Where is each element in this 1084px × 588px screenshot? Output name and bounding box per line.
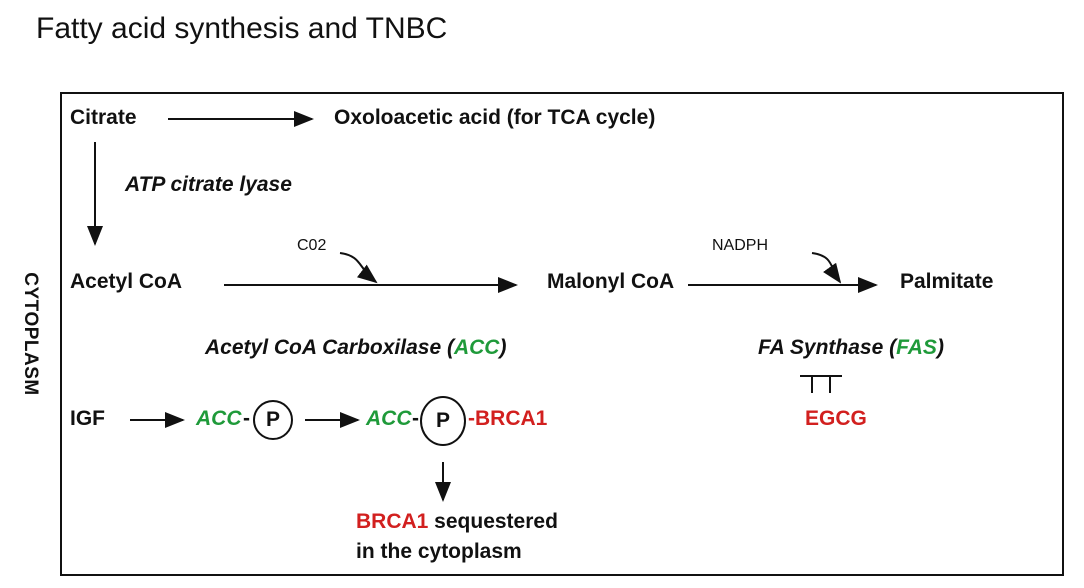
phosphate-label-2: P bbox=[435, 409, 450, 432]
enzyme-acc-abbr: ACC bbox=[453, 336, 500, 359]
node-oxaloacetic-acid: Oxoloacetic acid (for TCA cycle) bbox=[334, 106, 656, 129]
node-acc-phospho-brca1: ACC bbox=[366, 407, 412, 430]
inhibitor-egcg: EGCG bbox=[805, 407, 867, 430]
node-igf: IGF bbox=[70, 407, 105, 430]
node-acc-phospho: ACC bbox=[196, 407, 242, 430]
node-citrate: Citrate bbox=[70, 106, 137, 129]
node-brca1-bound: -BRCA1 bbox=[468, 407, 548, 430]
enzyme-acc-prefix: Acetyl CoA Carboxilase ( bbox=[205, 336, 454, 359]
node-acetyl-coa: Acetyl CoA bbox=[70, 270, 183, 293]
inhibition-symbol bbox=[800, 375, 842, 393]
node-malonyl-coa: Malonyl CoA bbox=[547, 270, 675, 293]
enzyme-acc: Acetyl CoA Carboxilase (ACC) bbox=[205, 336, 506, 360]
phosphate-circle-1: P bbox=[253, 400, 293, 440]
enzyme-fas-suffix: ) bbox=[936, 336, 944, 359]
cofactor-nadph: NADPH bbox=[712, 237, 769, 254]
diagram-title: Fatty acid synthesis and TNBC bbox=[36, 12, 448, 45]
sequestered-line-2: in the cytoplasm bbox=[356, 540, 522, 563]
sequestered-line-1: BRCA1 sequestered bbox=[356, 510, 558, 534]
enzyme-acc-suffix: ) bbox=[499, 336, 507, 359]
bond-dash-1: - bbox=[243, 407, 250, 430]
cytoplasm-frame bbox=[60, 92, 1064, 576]
arrow-co2-curve bbox=[339, 252, 378, 284]
enzyme-fas-abbr: FAS bbox=[896, 336, 937, 359]
sequestered-text: sequestered bbox=[428, 510, 558, 533]
phosphate-circle-2: P bbox=[420, 396, 466, 446]
brca1-sequestered-label: BRCA1 bbox=[356, 510, 429, 533]
cofactor-co2: C02 bbox=[297, 237, 327, 254]
bond-dash-2: - bbox=[412, 407, 419, 430]
node-palmitate: Palmitate bbox=[900, 270, 994, 293]
phosphate-label-1: P bbox=[265, 408, 280, 431]
enzyme-atp-citrate-lyase: ATP citrate lyase bbox=[125, 173, 292, 196]
arrow-nadph-curve bbox=[811, 252, 842, 284]
enzyme-fas-prefix: FA Synthase ( bbox=[758, 336, 897, 359]
enzyme-fas: FA Synthase (FAS) bbox=[758, 336, 944, 360]
